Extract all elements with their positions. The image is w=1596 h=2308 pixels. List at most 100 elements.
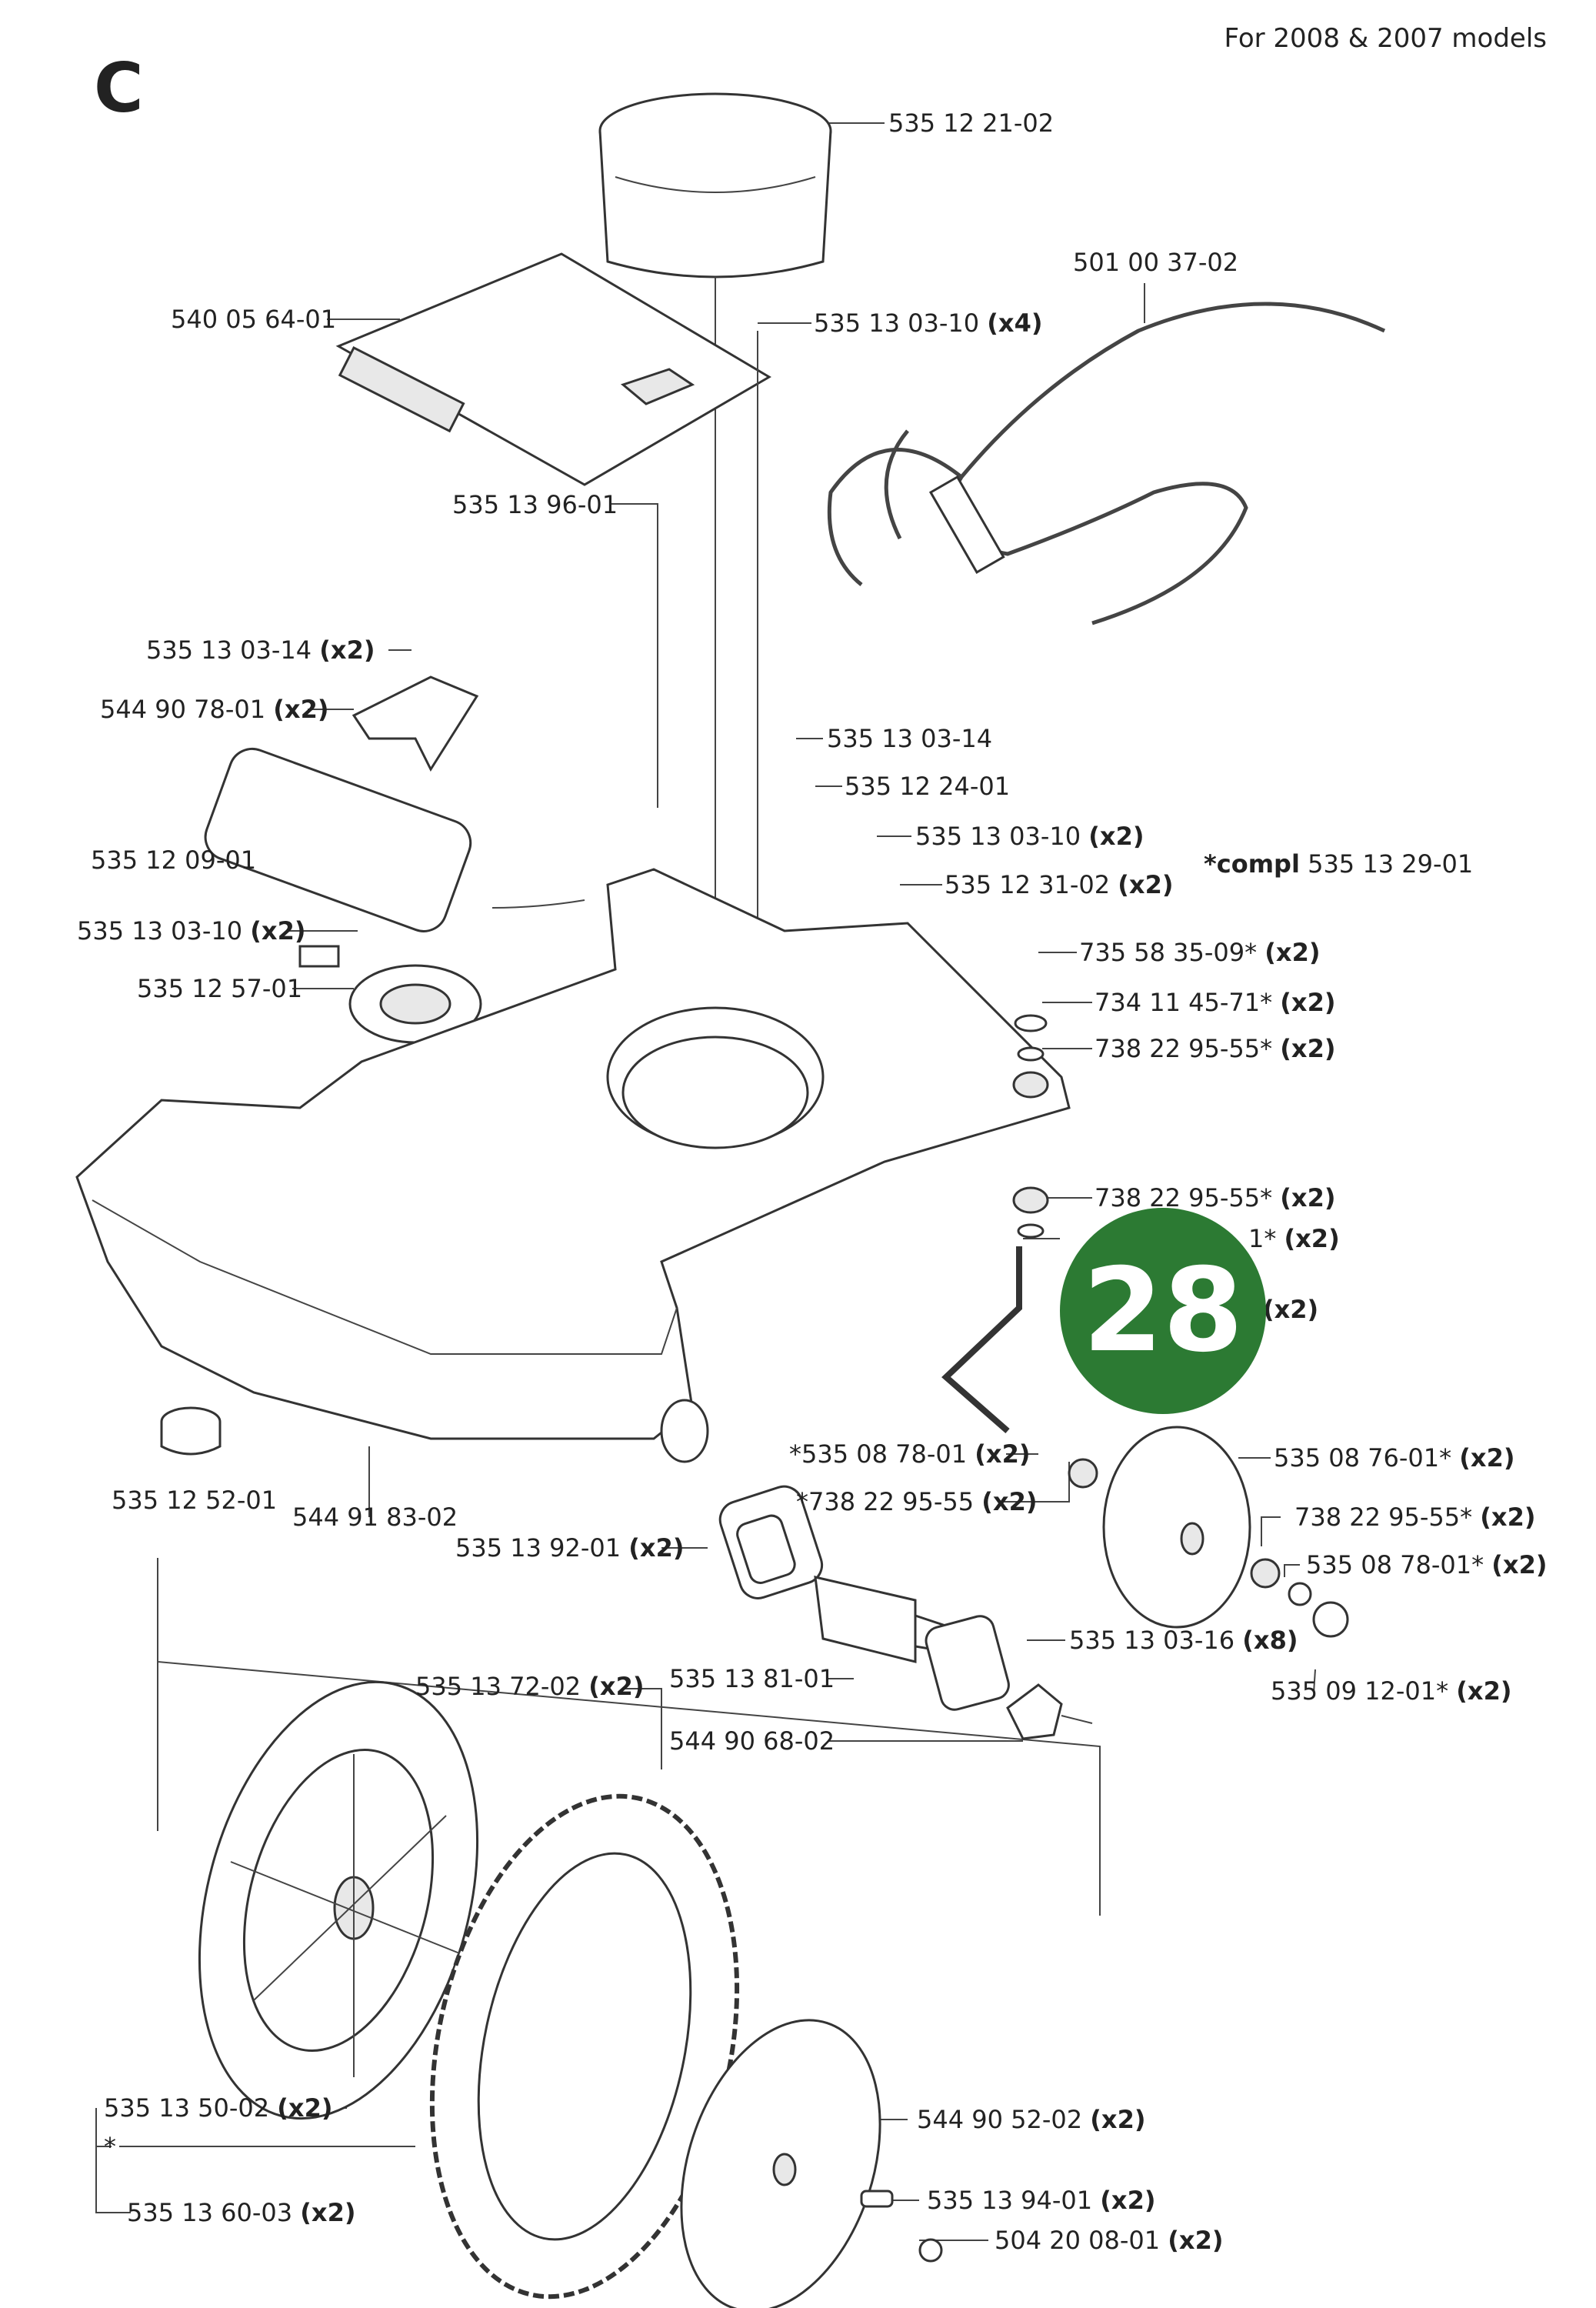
part-qty: (x4) bbox=[987, 309, 1043, 338]
part-label[interactable]: 544 91 83-02 bbox=[292, 1503, 458, 1531]
part-number: 738 22 95-55* bbox=[1095, 1183, 1273, 1212]
models-note: For 2008 & 2007 models bbox=[1224, 23, 1547, 54]
part-number: 535 12 31-02 bbox=[945, 870, 1111, 899]
page-number-badge: 28 bbox=[1060, 1208, 1266, 1414]
leader-lines bbox=[95, 122, 1316, 2241]
part-number: 535 13 03-10 bbox=[77, 916, 243, 946]
part-number: 501 00 37-02 bbox=[1073, 248, 1239, 277]
part-label[interactable]: 535 13 72-02 (x2) bbox=[415, 1673, 644, 1700]
part-label[interactable]: 535 13 03-10 (x2) bbox=[915, 822, 1144, 850]
part-number: *738 22 95-55 bbox=[796, 1487, 975, 1516]
part-label[interactable]: 535 09 12-01* (x2) bbox=[1271, 1677, 1511, 1705]
part-cup bbox=[598, 92, 832, 1092]
part-number: 535 13 03-10 bbox=[814, 309, 980, 338]
part-label[interactable]: 535 13 03-10 (x4) bbox=[814, 309, 1042, 337]
part-number: 535 13 96-01 bbox=[452, 490, 618, 519]
part-label[interactable]: 535 13 60-03 (x2) bbox=[127, 2199, 355, 2226]
part-label[interactable]: 738 22 95-55* (x2) bbox=[1095, 1184, 1335, 1212]
compl-prefix: *compl bbox=[1204, 849, 1300, 879]
part-number: 738 22 95-55* bbox=[1294, 1503, 1473, 1532]
part-number: 540 05 64-01 bbox=[171, 305, 337, 334]
part-label[interactable]: 535 13 03-10 (x2) bbox=[77, 917, 305, 945]
part-cable-harness bbox=[827, 302, 1386, 625]
part-number: * bbox=[104, 2132, 116, 2161]
part-front-wheel bbox=[1068, 1426, 1349, 1638]
section-letter: C bbox=[94, 48, 144, 128]
part-label[interactable]: 535 13 03-16 (x8) bbox=[1069, 1626, 1298, 1654]
part-number: 535 13 03-14 bbox=[146, 635, 312, 665]
part-label[interactable]: 540 05 64-01 bbox=[171, 305, 336, 333]
part-tyre bbox=[429, 1793, 740, 2300]
part-circuit-board bbox=[335, 252, 771, 1200]
part-label[interactable]: (x2) bbox=[1263, 1296, 1318, 1323]
part-number: 544 91 83-02 bbox=[292, 1503, 458, 1532]
part-label[interactable]: 535 12 24-01 bbox=[845, 772, 1010, 800]
part-label[interactable]: 535 12 57-01 bbox=[137, 975, 302, 1002]
part-label[interactable]: 535 08 76-01* (x2) bbox=[1274, 1444, 1514, 1472]
part-label[interactable]: 1* (x2) bbox=[1248, 1225, 1340, 1252]
part-label[interactable]: 535 13 94-01 (x2) bbox=[927, 2186, 1155, 2214]
part-label[interactable]: 535 12 52-01 bbox=[112, 1486, 277, 1514]
part-motor bbox=[814, 1576, 1010, 1711]
part-label[interactable]: 535 08 78-01* (x2) bbox=[1306, 1551, 1547, 1579]
part-gasket bbox=[718, 1485, 824, 1599]
part-qty: (x2) bbox=[300, 2198, 356, 2227]
part-hubcap bbox=[680, 2019, 943, 2308]
part-number: 535 13 03-14 bbox=[827, 724, 993, 753]
part-qty: (x2) bbox=[319, 635, 375, 665]
part-label[interactable]: 504 20 08-01 (x2) bbox=[995, 2226, 1223, 2254]
part-qty: (x2) bbox=[1491, 1550, 1548, 1579]
part-label[interactable]: 535 13 03-14 bbox=[827, 725, 992, 752]
part-label[interactable]: 535 13 96-01 bbox=[452, 491, 618, 519]
part-label[interactable]: 734 11 45-71* (x2) bbox=[1095, 989, 1335, 1016]
part-qty: (x2) bbox=[1280, 988, 1336, 1017]
part-bracket bbox=[352, 675, 479, 772]
part-qty: (x2) bbox=[273, 695, 329, 724]
part-label[interactable]: 535 12 31-02 (x2) bbox=[945, 871, 1173, 899]
part-foot bbox=[160, 1406, 222, 1456]
part-number: 535 12 09-01 bbox=[91, 845, 257, 875]
part-qty: (x2) bbox=[588, 1672, 645, 1701]
part-label[interactable]: 535 12 09-01 bbox=[91, 846, 256, 874]
part-label[interactable]: 738 22 95-55* (x2) bbox=[1095, 1035, 1335, 1062]
compl-note: *compl 535 13 29-01 bbox=[1204, 850, 1473, 878]
part-label[interactable]: * bbox=[104, 2133, 116, 2160]
part-label[interactable]: 544 90 52-02 (x2) bbox=[917, 2106, 1145, 2133]
part-label[interactable]: 535 13 50-02 (x2) bbox=[104, 2094, 332, 2122]
part-label[interactable]: 544 90 68-02 bbox=[669, 1727, 835, 1755]
part-number: 1* bbox=[1248, 1224, 1277, 1253]
part-label[interactable]: 535 13 03-14 (x2) bbox=[146, 636, 375, 664]
part-qty: (x2) bbox=[975, 1439, 1031, 1469]
part-qty: (x2) bbox=[981, 1487, 1038, 1516]
part-number: 535 13 03-16 bbox=[1069, 1626, 1235, 1655]
part-number: 535 13 50-02 bbox=[104, 2093, 270, 2123]
part-qty: (x2) bbox=[1263, 1295, 1319, 1324]
part-label[interactable]: 735 58 35-09* (x2) bbox=[1079, 939, 1320, 966]
part-number: 535 13 94-01 bbox=[927, 2186, 1093, 2215]
compl-number: 535 13 29-01 bbox=[1308, 849, 1474, 879]
part-number: 544 90 52-02 bbox=[917, 2105, 1083, 2134]
part-number: 544 90 68-02 bbox=[669, 1726, 835, 1756]
part-label[interactable]: 535 12 21-02 bbox=[888, 109, 1054, 137]
part-label[interactable]: 738 22 95-55* (x2) bbox=[1294, 1503, 1535, 1531]
part-number: 535 12 52-01 bbox=[112, 1486, 278, 1515]
part-battery bbox=[204, 747, 585, 932]
part-qty: (x2) bbox=[1168, 2226, 1224, 2255]
part-hub bbox=[1006, 1683, 1093, 1740]
part-label[interactable]: 544 90 78-01 (x2) bbox=[100, 695, 328, 723]
part-qty: (x2) bbox=[1456, 1676, 1512, 1706]
part-number: 535 13 72-02 bbox=[415, 1672, 581, 1701]
part-label[interactable]: *535 08 78-01 (x2) bbox=[789, 1440, 1030, 1468]
part-label[interactable]: 501 00 37-02 bbox=[1073, 248, 1238, 276]
part-number: 504 20 08-01 bbox=[995, 2226, 1161, 2255]
part-label[interactable]: *738 22 95-55 (x2) bbox=[796, 1488, 1037, 1516]
part-label[interactable]: 535 13 92-01 (x2) bbox=[455, 1534, 684, 1562]
part-number: 535 08 76-01* bbox=[1274, 1443, 1452, 1473]
part-front-axle bbox=[941, 1014, 1049, 1434]
part-label[interactable]: 535 13 81-01 bbox=[669, 1665, 835, 1693]
part-number: 535 13 92-01 bbox=[455, 1533, 621, 1563]
part-qty: (x2) bbox=[1459, 1443, 1515, 1473]
part-wheel-rim bbox=[198, 1680, 479, 2120]
